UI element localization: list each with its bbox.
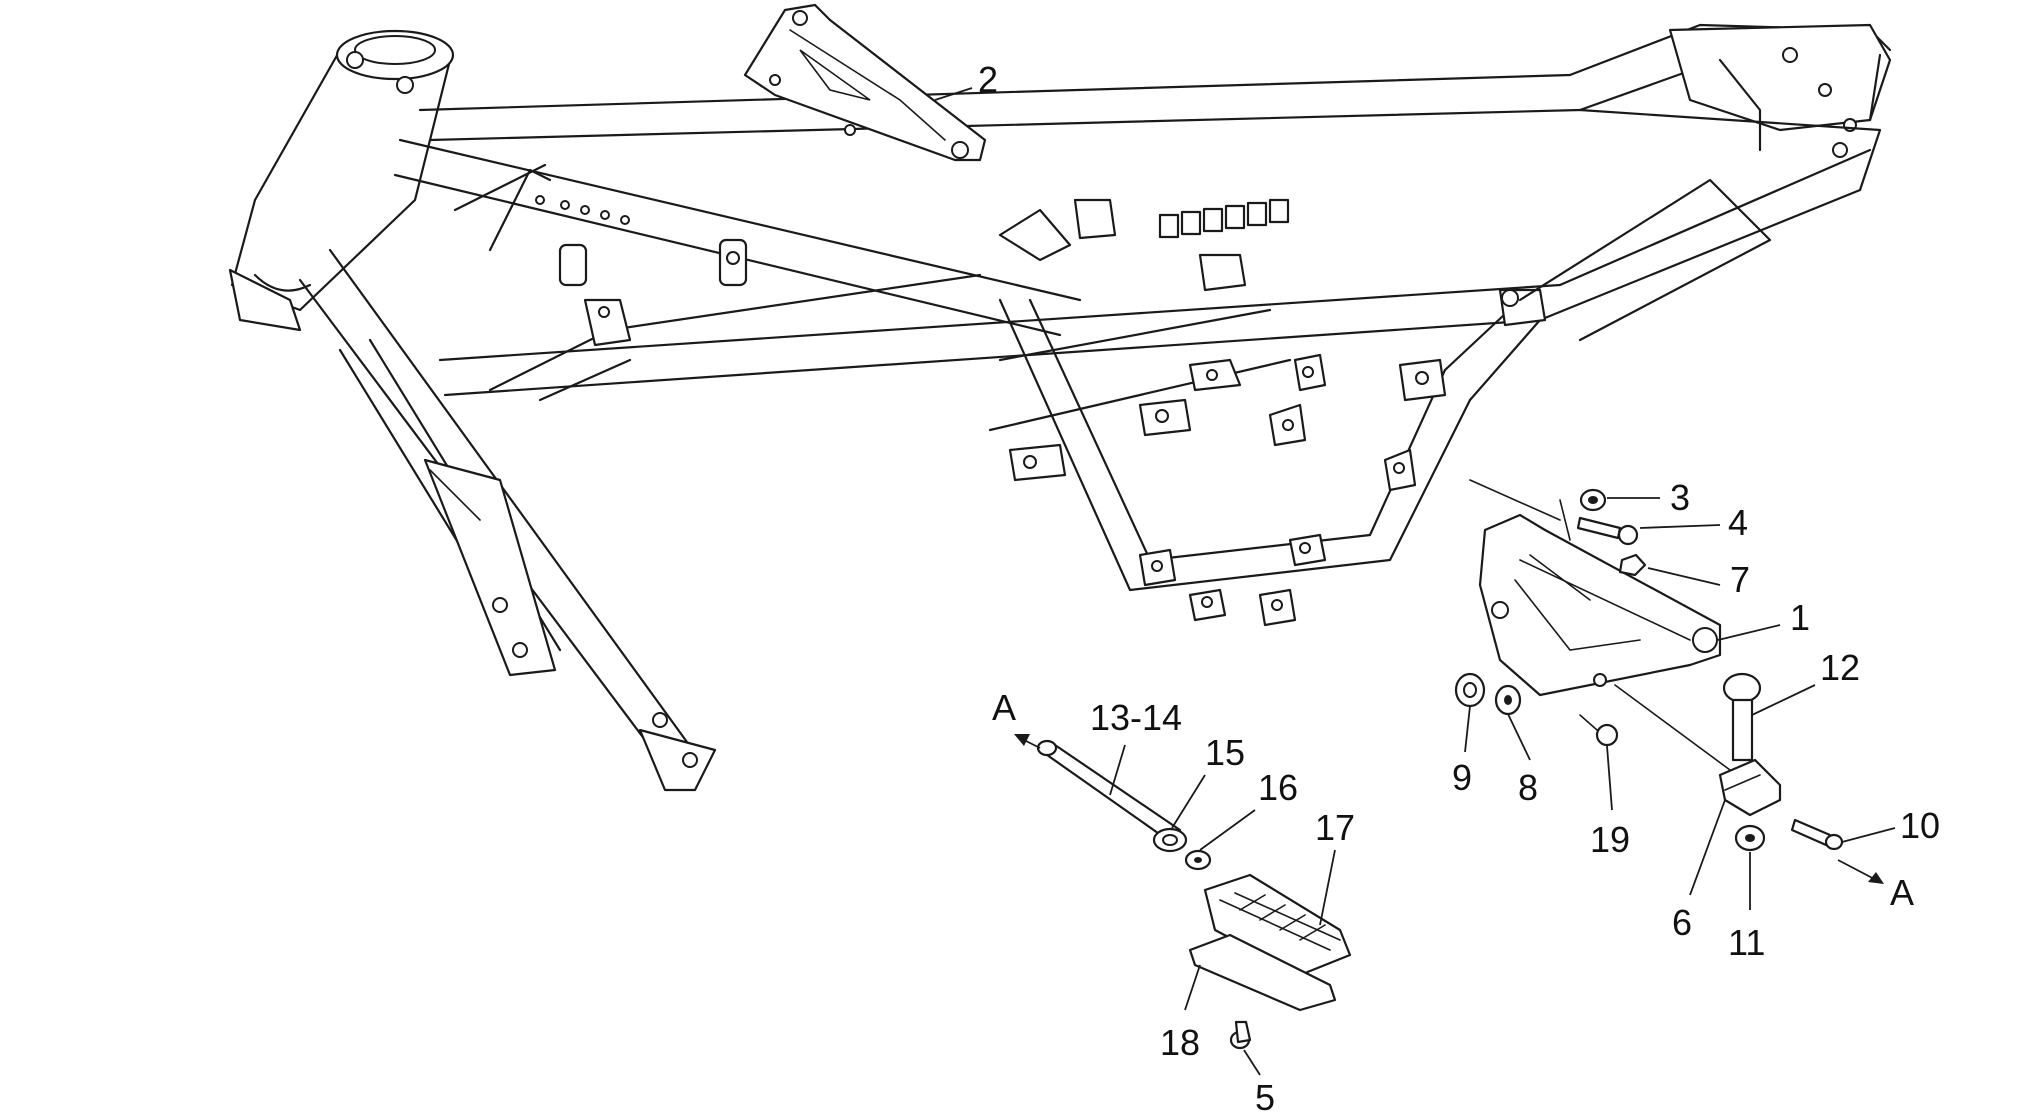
callout-4: 4 [1728, 502, 1748, 543]
motorcycle-frame [228, 23, 1892, 792]
callout-16: 16 [1258, 767, 1298, 808]
callout-1: 1 [1790, 597, 1810, 638]
hardware-screw-10 [1790, 818, 1844, 851]
callout-10: 10 [1900, 805, 1940, 846]
callout-15: 15 [1205, 732, 1245, 773]
hardware-nut-7 [1618, 553, 1647, 577]
assembly-line-frame-to-bracket [1469, 479, 1561, 521]
callout-8: 8 [1518, 767, 1538, 808]
hardware-pin-19 [1579, 714, 1619, 747]
callout-12: 12 [1820, 647, 1860, 688]
ref-mark-a-right: A [1890, 872, 1914, 913]
hardware-bolt-4 [1576, 516, 1639, 546]
callout-3: 3 [1670, 477, 1690, 518]
callout-13-14: 13-14 [1090, 697, 1182, 738]
callout-17: 17 [1315, 807, 1355, 848]
screw-5 [1229, 1020, 1252, 1050]
hardware-washer-8 [1494, 684, 1522, 716]
hardware-bolt-12 [1722, 672, 1762, 762]
left-footpeg-bracket-2 [743, 3, 987, 162]
assembly-line-bracket-to-clamp [1614, 684, 1731, 771]
callout-5: 5 [1255, 1077, 1275, 1117]
callout-7: 7 [1730, 559, 1750, 600]
callout-2: 2 [978, 59, 998, 100]
callout-9: 9 [1452, 757, 1472, 798]
spring-washer-16 [1184, 849, 1212, 871]
hardware-nut-9 [1454, 672, 1486, 708]
footpeg-base-18 [1188, 933, 1337, 1012]
hardware-nut-11 [1734, 824, 1766, 852]
hardware-clamp-6 [1718, 758, 1782, 817]
callout-18: 18 [1160, 1022, 1200, 1063]
callout-6: 6 [1672, 902, 1692, 943]
right-footpeg-bracket-1 [1478, 499, 1722, 697]
callout-19: 19 [1590, 819, 1630, 860]
footpeg-rubber-17 [1203, 873, 1352, 977]
hardware-washer-3 [1579, 488, 1607, 512]
pivot-pin-13-14 [1036, 739, 1182, 840]
callout-11: 11 [1728, 922, 1765, 963]
ref-mark-a-left: A [992, 687, 1016, 728]
washer-15 [1152, 827, 1188, 853]
callout-labels: 2 3 4 7 1 12 10 A 11 6 19 9 [934, 59, 1940, 1117]
